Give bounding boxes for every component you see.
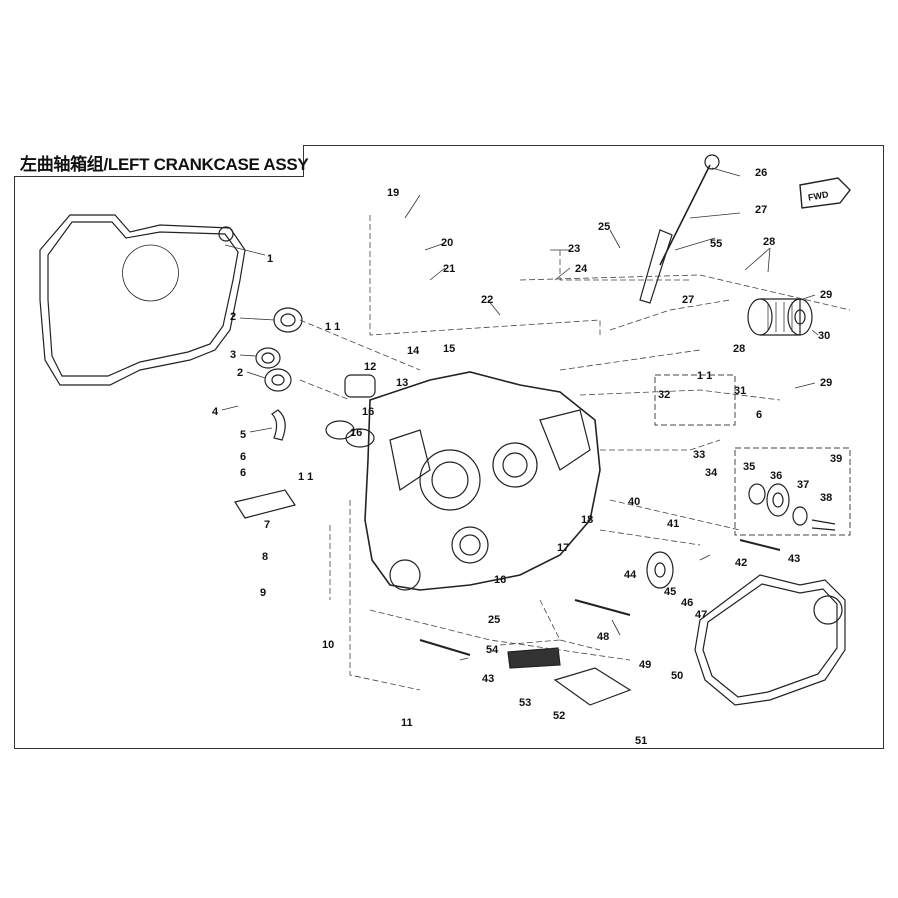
callout-20: 20: [441, 237, 453, 249]
callout-55: 55: [710, 238, 722, 250]
callout-1: 1: [267, 253, 273, 265]
callout-25a: 25: [598, 221, 610, 233]
callout-5: 5: [240, 429, 246, 441]
right-gasket-47: [694, 574, 846, 706]
callout-36: 36: [770, 470, 782, 482]
callout-16a: 16: [362, 406, 374, 418]
fwd-arrow: [799, 177, 851, 209]
callout-43a: 43: [788, 553, 800, 565]
callout-25b: 25: [488, 614, 500, 626]
callout-4: 4: [212, 406, 219, 418]
bolt-43b: [739, 539, 781, 551]
left-gasket: [39, 214, 246, 386]
dipstick-26: [659, 164, 711, 266]
callout-52: 52: [553, 710, 565, 722]
callout-2b: 2: [237, 367, 243, 379]
callout-14: 14: [407, 345, 420, 357]
bearing-2: [273, 307, 303, 333]
callout-7: 7: [264, 519, 270, 531]
filler-tube-55: [639, 229, 673, 304]
diagram-title: 左曲轴箱组/LEFT CRANKCASE ASSY: [20, 155, 309, 174]
callout-53: 53: [519, 697, 531, 709]
callout-9: 9: [260, 587, 266, 599]
half-ring-4-5: [271, 409, 286, 441]
oil-strainer-54: [507, 647, 561, 669]
callout-6b: 6: [240, 467, 246, 479]
callout-10: 10: [322, 639, 334, 651]
callout-15: 15: [443, 343, 455, 355]
callout-35: 35: [743, 461, 755, 473]
callout-3: 3: [230, 349, 236, 361]
callout-50: 50: [671, 670, 683, 682]
bearing-2b: [264, 368, 292, 392]
bearing-3: [255, 347, 281, 369]
plate-7: [234, 489, 296, 519]
callout-44: 44: [624, 569, 637, 581]
callout-28b: 28: [733, 343, 745, 355]
bushing-12: [344, 374, 376, 398]
callout-16c: 16: [494, 574, 506, 586]
callout-19: 19: [387, 187, 399, 199]
bushing-16: [325, 420, 375, 448]
callout-49: 49: [639, 659, 651, 671]
gear-44: [646, 551, 674, 589]
callout-11c: 1 1: [697, 370, 712, 382]
callout-16b: 16: [350, 427, 362, 439]
callout-21: 21: [443, 263, 455, 275]
callout-18: 18: [581, 514, 593, 526]
callout-42: 42: [735, 557, 747, 569]
bolt-48: [574, 599, 631, 616]
callout-43b: 43: [482, 673, 494, 685]
callout-27a: 27: [755, 204, 767, 216]
callout-29a: 29: [820, 289, 832, 301]
callout-47: 47: [695, 609, 707, 621]
callout-45: 45: [664, 586, 676, 598]
callout-13: 13: [396, 377, 408, 389]
callout-32: 32: [658, 389, 670, 401]
callout-8: 8: [262, 551, 268, 563]
callout-34: 34: [705, 467, 718, 479]
callout-33: 33: [693, 449, 705, 461]
callout-48: 48: [597, 631, 609, 643]
callout-37: 37: [797, 479, 809, 491]
callout-26: 26: [755, 167, 767, 179]
title-box: [14, 145, 304, 177]
callout-23: 23: [568, 243, 580, 255]
callout-17: 17: [557, 542, 569, 554]
fwd-label: FWD: [807, 189, 829, 202]
callout-11d: 11: [401, 717, 413, 729]
callout-54: 54: [486, 644, 499, 656]
callout-39: 39: [830, 453, 842, 465]
callout-12: 12: [364, 361, 376, 373]
callout-41: 41: [667, 518, 679, 530]
callout-11b: 1 1: [298, 471, 313, 483]
callout-28a: 28: [763, 236, 775, 248]
callout-6c: 6: [756, 409, 762, 421]
bolt-43: [419, 639, 471, 656]
callout-22: 22: [481, 294, 493, 306]
callout-51: 51: [635, 735, 647, 747]
callout-27b: 27: [682, 294, 694, 306]
oil-filter-30: [747, 298, 813, 336]
left-crankcase: [364, 371, 601, 591]
callout-40: 40: [628, 496, 640, 508]
callout-11a: 1 1: [325, 321, 340, 333]
callout-46: 46: [681, 597, 693, 609]
callout-31: 31: [734, 385, 746, 397]
callout-30: 30: [818, 330, 830, 342]
callout-38: 38: [820, 492, 832, 504]
callout-6: 6: [240, 451, 246, 463]
callout-2: 2: [230, 311, 236, 323]
diagram-frame: [14, 145, 884, 749]
callout-29b: 29: [820, 377, 832, 389]
gear-group-39: [748, 483, 836, 531]
callout-24: 24: [575, 263, 588, 275]
bracket-52: [553, 667, 632, 706]
